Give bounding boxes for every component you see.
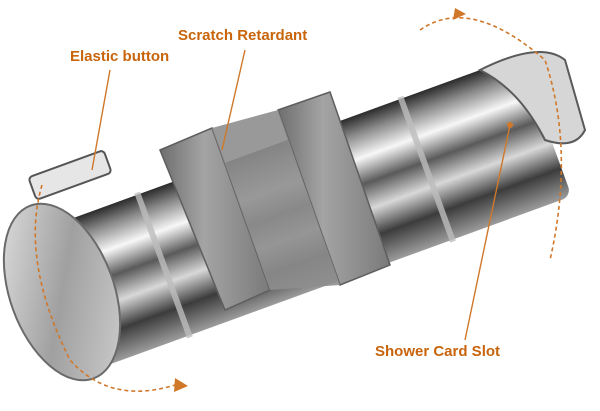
leader-dot xyxy=(507,122,513,128)
elastic-button xyxy=(28,150,112,200)
leader-line-slot xyxy=(464,124,511,341)
card-slot-opening xyxy=(477,51,587,145)
curved-arrow-icon xyxy=(174,378,188,392)
callout-shower-card-slot: Shower Card Slot xyxy=(375,343,501,360)
curved-arrow-icon xyxy=(453,8,466,20)
end-cap xyxy=(2,202,122,382)
callout-scratch-retardant: Scratch Retardant xyxy=(178,27,308,44)
callout-elastic-button: Elastic button xyxy=(70,48,170,65)
curved-arrow-icon xyxy=(34,184,176,392)
leader-line-scratch xyxy=(221,49,246,151)
rubber-sleeve xyxy=(159,91,391,311)
leader-line-elastic xyxy=(91,69,111,171)
